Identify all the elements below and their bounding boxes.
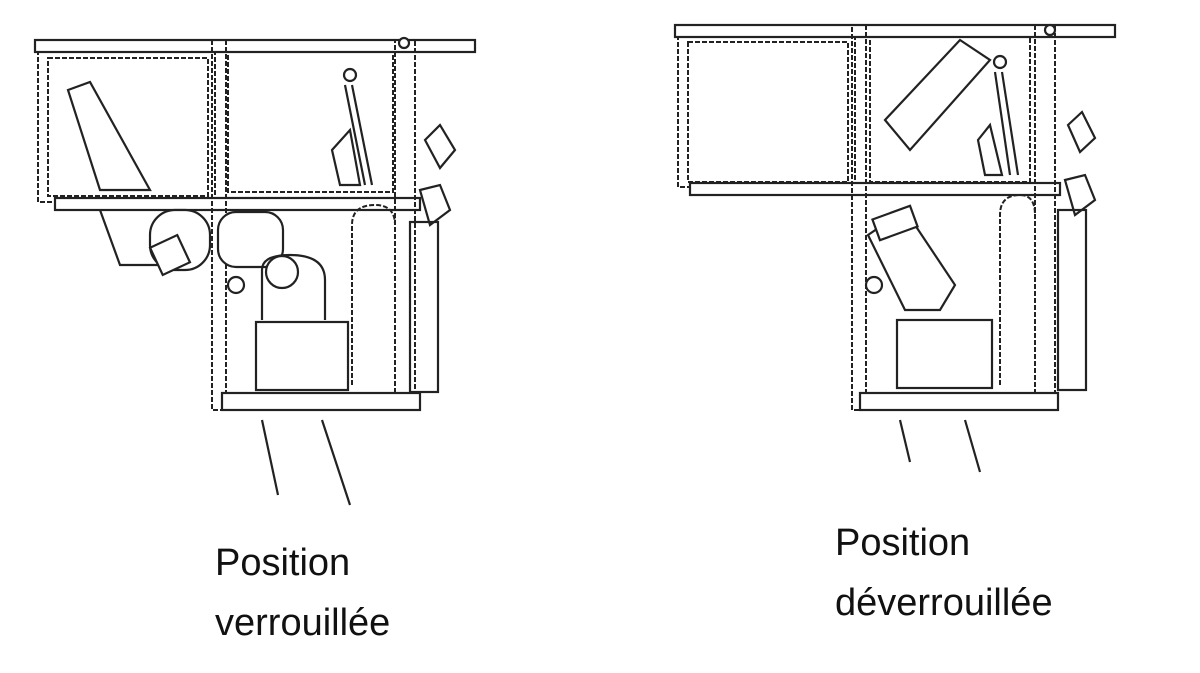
- lever-raised: [883, 38, 992, 152]
- left-cage: [37, 51, 216, 203]
- bottom-bar: [220, 391, 422, 412]
- unlocked-label: Position déverrouillée: [835, 513, 1053, 633]
- frame-post-left: [851, 24, 867, 411]
- unlocked-mechanism-drawing: [673, 23, 1117, 473]
- frame-post-right: [394, 39, 416, 411]
- locked-label-line1: Position: [215, 542, 351, 584]
- frame-post-right: [1034, 24, 1056, 411]
- locked-label: Position verrouillée: [215, 533, 390, 653]
- support-legs: [898, 419, 982, 473]
- locked-mechanism-drawing: [33, 36, 477, 506]
- unlocked-label-line2: déverrouillée: [835, 582, 1053, 624]
- unlocked-label-line1: Position: [835, 522, 971, 564]
- locked-label-line2: verrouillée: [215, 602, 391, 644]
- support-legs: [260, 419, 352, 506]
- bottom-bar: [858, 391, 1060, 412]
- top-rail: [33, 38, 477, 54]
- lever: [66, 80, 152, 192]
- left-cage: [677, 36, 856, 188]
